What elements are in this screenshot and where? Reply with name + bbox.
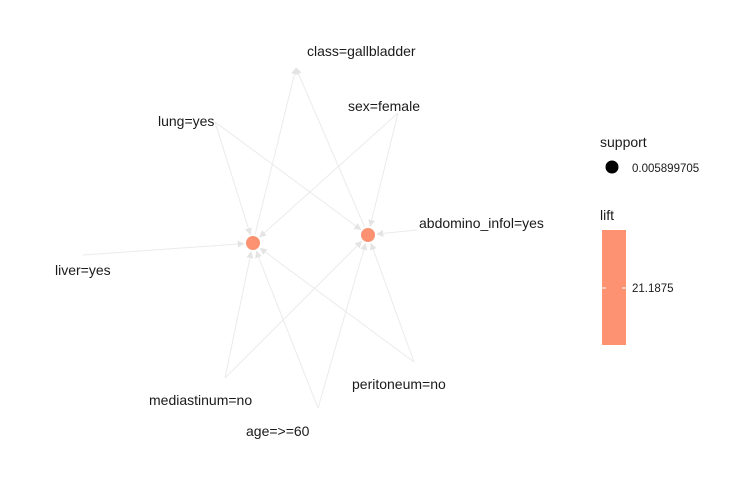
edge-peri-to-rule1 [259, 247, 415, 363]
rule-node[interactable] [246, 236, 260, 250]
edge-rule2-to-class [295, 67, 365, 227]
legend-lift-title: lift [600, 207, 614, 223]
legend: support 0.005899705 lift 21.1875 [600, 134, 699, 345]
item-label-abdomino-infol[interactable]: abdomino_infol=yes [419, 215, 544, 231]
rule-nodes-layer [246, 228, 375, 250]
legend-support-title: support [600, 134, 647, 150]
item-label-age[interactable]: age=>=60 [246, 423, 310, 439]
item-labels-layer: class=gallbladder sex=female lung=yes ab… [55, 43, 544, 439]
edge-age-to-rule2 [317, 242, 368, 409]
item-label-class[interactable]: class=gallbladder [307, 43, 416, 59]
legend-support-value: 0.005899705 [632, 163, 699, 175]
item-label-liver[interactable]: liver=yes [55, 262, 111, 278]
edge-lung-to-rule2 [214, 121, 362, 231]
edge-abdo-to-rule2 [376, 229, 418, 237]
legend-lift-value: 21.1875 [632, 283, 674, 295]
edge-sex-to-rule2 [368, 112, 399, 227]
edge-medi-to-rule1 [224, 251, 254, 379]
item-label-lung[interactable]: lung=yes [158, 113, 214, 129]
legend-support-key [605, 160, 619, 174]
edge-liver-to-rule1 [82, 240, 245, 256]
edge-peri-to-rule2 [369, 242, 415, 363]
edge-medi-to-rule2 [224, 240, 363, 379]
item-label-peritoneum[interactable]: peritoneum=no [352, 376, 446, 392]
edge-sex-to-rule1 [259, 112, 399, 238]
edge-lung-to-rule1 [214, 121, 252, 236]
edges-layer [82, 67, 418, 409]
edge-age-to-rule1 [255, 250, 319, 409]
item-label-mediastinum[interactable]: mediastinum=no [149, 392, 252, 408]
item-label-sex[interactable]: sex=female [348, 98, 420, 114]
edge-rule1-to-class [254, 67, 298, 235]
rule-node[interactable] [361, 228, 375, 242]
